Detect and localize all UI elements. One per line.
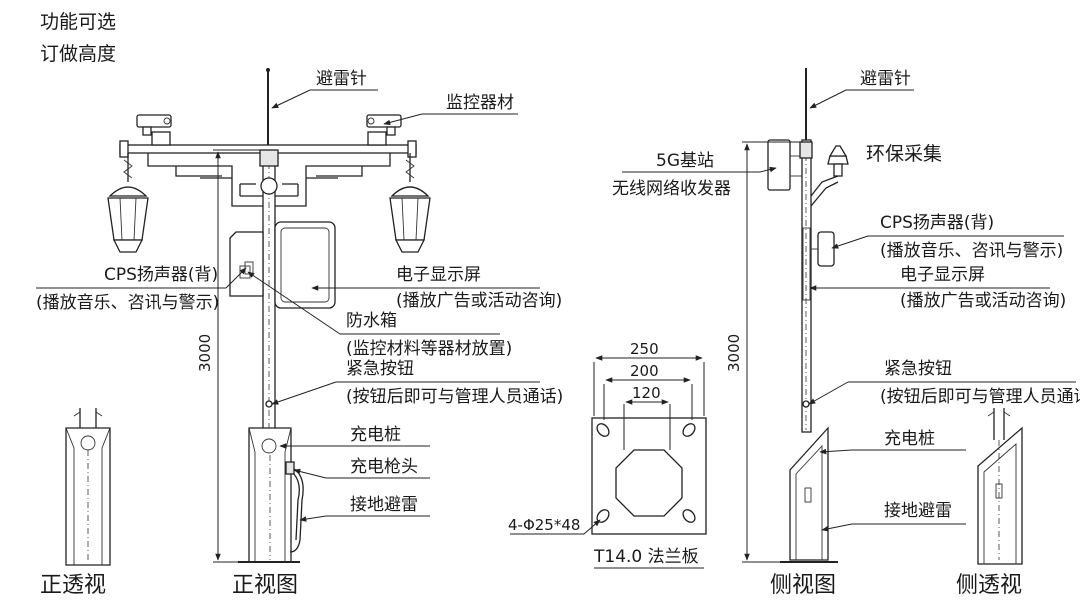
side-label-charging-pile: 充电桩 [884,429,935,449]
side-charging-pile [789,426,829,561]
side-5g-base-station [767,139,791,191]
side-label-display-desc: (播放广告或活动咨询) [900,291,1066,311]
front-label-emergency-button: 紧急按钮 [346,359,414,379]
flange-title: T14.0 法兰板 [593,547,699,567]
front-camera-right [366,114,402,146]
flange-holes-spec: 4-Φ25*48 [508,516,580,534]
front-waterproof-box [229,231,264,297]
front-camera-left [136,114,172,146]
header-note-height: 订做高度 [40,43,116,65]
front-label-speaker: CPS扬声器(背) [104,265,218,285]
front-label-charging-pile: 充电桩 [350,425,401,445]
side-view-title: 侧视图 [770,573,836,598]
front-height-dimension: 3000 [196,334,214,372]
front-label-grounding: 接地避雷 [350,495,418,515]
side-label-grounding: 接地避雷 [884,501,952,521]
side-label-speaker-desc: (播放音乐、咨讯与警示) [880,241,1063,261]
front-perspective-title: 正透视 [40,573,106,598]
front-emergency-button [265,400,273,408]
side-emergency-button [802,400,810,408]
front-label-speaker-desc: (播放音乐、咨讯与警示) [36,293,219,313]
side-label-lightning-rod: 避雷针 [860,69,911,89]
front-view-drawing: 3000 正视图 [107,68,431,598]
front-label-charging-gun: 充电枪头 [350,457,418,477]
side-perspective-title: 侧透视 [956,573,1022,598]
side-height-dimension: 3000 [725,334,743,372]
header-note-options: 功能可选 [40,11,116,33]
side-label-emergency-desc: (按钮后即可与管理人员通话) [880,387,1080,407]
flange-dim-250: 250 [630,340,659,358]
side-view-drawing: 3000 侧视图 [725,68,849,598]
front-label-monitoring: 监控器材 [446,93,514,113]
side-label-display: 电子显示屏 [900,265,985,285]
side-view-labels: 避雷针 5G基站 无线网络收发器 环保采集 CPS扬声器(背) (播放音乐、咨讯… [612,69,1080,532]
front-label-display-desc: (播放广告或活动咨询) [396,291,562,311]
side-label-transceiver: 无线网络收发器 [612,179,731,199]
flange-octagon [615,449,683,517]
side-display [802,227,811,301]
flange-dim-120: 120 [632,384,661,402]
side-perspective-drawing: 侧透视 [956,408,1023,598]
front-view-labels: 避雷针 监控器材 CPS扬声器(背) (播放音乐、咨讯与警示) 电子显示屏 (播… [36,69,563,522]
front-label-emergency-desc: (按钮后即可与管理人员通话) [346,387,563,407]
side-label-speaker: CPS扬声器(背) [880,213,994,233]
front-label-lightning-rod: 避雷针 [316,69,367,89]
side-label-emergency-button: 紧急按钮 [884,359,952,379]
front-lantern-right [389,153,431,253]
side-speaker [817,231,835,267]
front-perspective-drawing: 正透视 [40,408,111,598]
front-display-screen [274,221,336,309]
front-lantern-left [107,153,149,253]
side-label-5g-base-station: 5G基站 [656,151,714,171]
flange-plate-drawing: 250 200 120 4-Φ25*48 T14.0 法兰板 [508,340,707,569]
side-env-sensor [810,145,849,207]
front-label-waterproof-desc: (监控材料等器材放置) [346,339,512,359]
front-view-title: 正视图 [232,573,298,598]
front-label-waterproof-box: 防水箱 [346,311,397,331]
front-label-display: 电子显示屏 [396,265,481,285]
side-label-env-sensor: 环保采集 [866,143,942,165]
flange-dim-200: 200 [630,362,659,380]
